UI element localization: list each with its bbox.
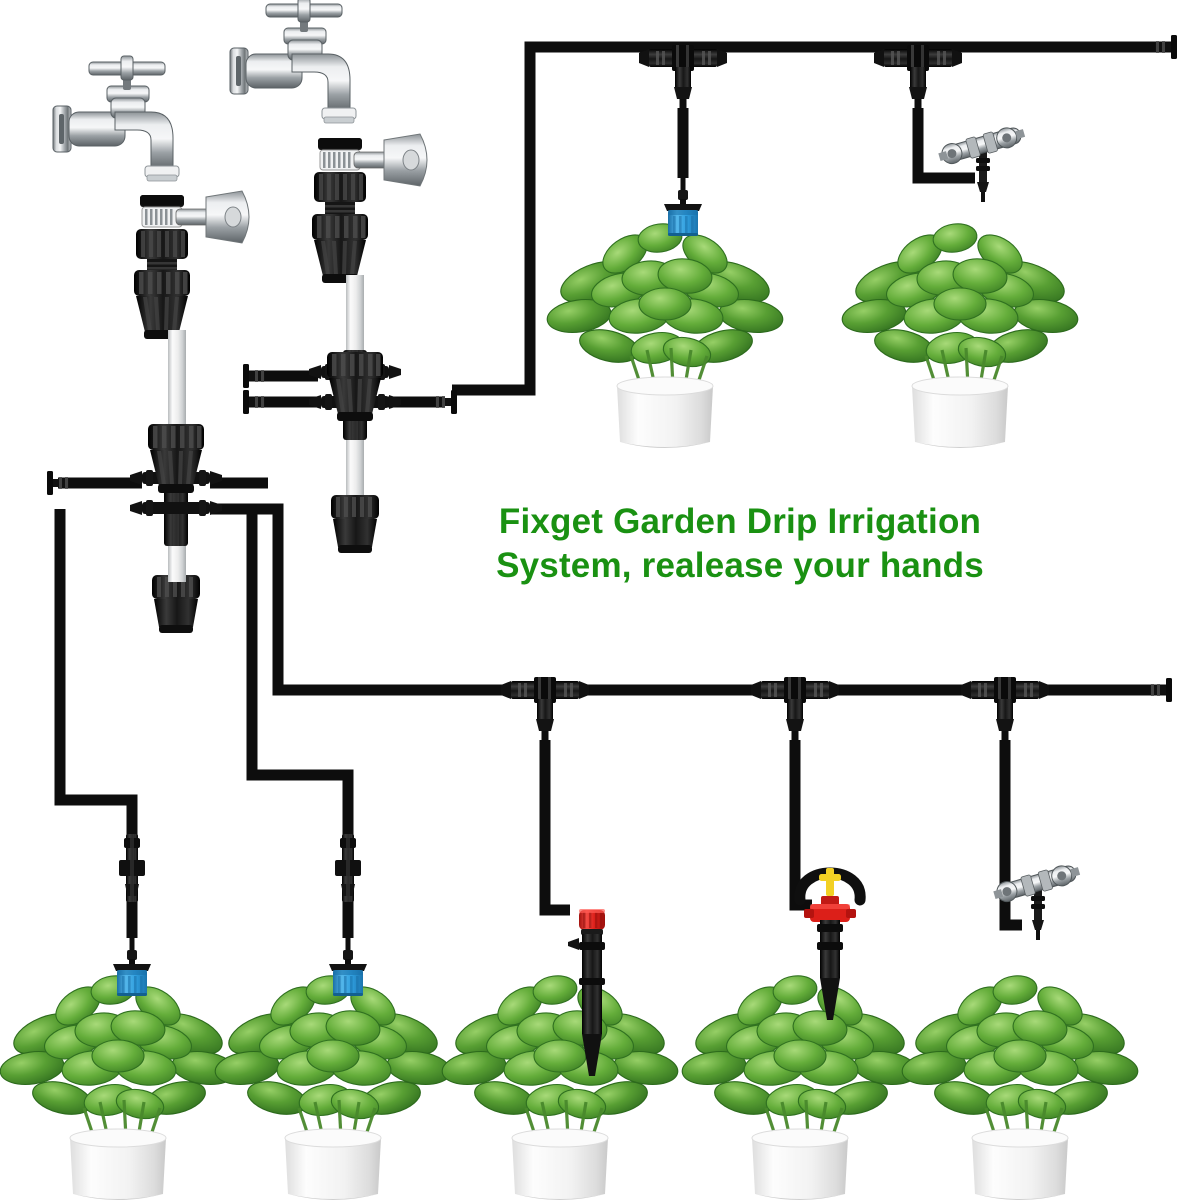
potted-basil-4 [678,971,922,1200]
potted-basil-1 [0,971,240,1200]
tee-bottom-1 [501,677,589,740]
end-cap-mid-right [435,390,457,414]
end-cap-left-upper [47,471,69,495]
potted-basil-3 [438,971,682,1200]
butterfly-sprinkler-top-right [936,122,1028,203]
tubing-network [54,41,1172,938]
tube-center-dripper-feed [246,509,354,836]
faucet-icon [52,55,180,182]
tee-top-1 [639,45,727,108]
faucet-icon [229,0,357,124]
tube-drop-sprinkler-top [912,108,975,184]
tee-bottom-2 [751,677,839,740]
drip-emitter-blue-center [329,938,367,996]
hose-end-nut-icon [331,495,379,553]
drip-emitter-blue-top [664,178,702,236]
tube-drop-butterfly-bottom [999,740,1022,931]
tube-drop-red-sprinkler [539,740,570,916]
potted-basil-top-center [543,219,787,450]
tube-drop-rotor-sprinkler [789,740,812,911]
headline-text: Fixget Garden Drip Irrigation System, re… [496,502,984,585]
quick-coupler-icon [312,214,368,283]
faucet-assembly-left [52,55,250,633]
tee-bottom-3 [961,677,1049,740]
end-cap-top-right [1155,35,1177,59]
clear-hose-segment-lower [346,440,364,502]
inline-coupling-center [335,834,361,902]
end-cap-bottom-right [1150,678,1172,702]
tee-top-2 [874,45,962,108]
tube-top-main [452,41,1172,396]
tap-adapter-valve-icon [135,190,250,282]
manifold-top-coupler-right [327,352,383,421]
tube-left-to-bottom-main [210,503,512,696]
quick-coupler-icon [134,270,190,339]
faucet-assembly-right [229,0,428,553]
inline-coupling-left [119,834,145,902]
potted-basil-top-right [838,219,1082,450]
hose-end-nut-icon [152,575,200,633]
clear-hose-segment [346,275,364,361]
clear-hose-segment-lower [168,540,186,582]
tap-adapter-valve-icon [313,133,428,225]
tube-left-loop-down [54,509,138,836]
drip-emitter-blue-left [113,938,151,996]
potted-basil-5 [898,971,1142,1200]
end-cap-mid-left-b [243,390,265,414]
potted-basil-2 [211,971,455,1200]
end-cap-mid-left-a [243,364,265,388]
